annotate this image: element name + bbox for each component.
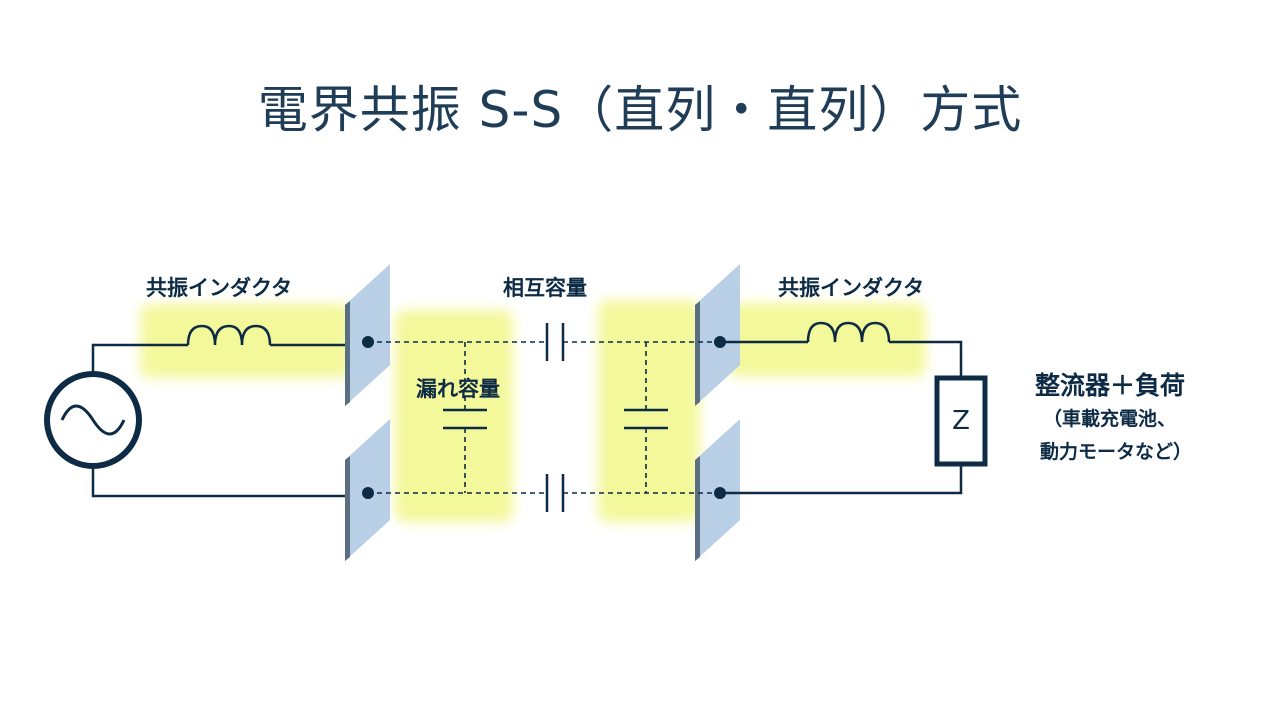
label-load-sub-line2: 動力モータなど） [1040, 441, 1193, 463]
right-wires [720, 340, 963, 495]
load-impedance-box [934, 375, 988, 467]
label-leakage-capacitance: 漏れ容量 [416, 377, 500, 401]
plate-right-top [695, 264, 740, 406]
highlight-inductor-left [140, 304, 352, 378]
label-load-sub-line1: （車載充電池、 [1043, 408, 1177, 430]
ac-source-icon [44, 371, 142, 469]
dashed-coupling-lines [368, 341, 720, 494]
inductor-right-icon [806, 321, 891, 343]
left-wires [91, 343, 347, 498]
mutual-capacitor-bottom-icon [545, 474, 565, 512]
leakage-capacitor-right-icon [624, 408, 668, 430]
label-load-title: 整流器＋負荷 [1035, 371, 1186, 400]
highlight-leakage-capacitance [395, 310, 513, 522]
plate-left-top [345, 264, 390, 406]
mutual-capacitor-top-icon [545, 323, 565, 361]
leakage-capacitor-left-icon [443, 408, 487, 430]
page-title: 電界共振 S-S（直列・直列）方式 [257, 81, 1023, 139]
highlight-inductor-right [728, 303, 926, 377]
inductor-left-icon [186, 324, 272, 346]
label-impedance: Z [952, 406, 970, 436]
label-inductor-left: 共振インダクタ [146, 276, 293, 300]
label-inductor-right: 共振インダクタ [778, 276, 925, 300]
label-mutual-capacitance: 相互容量 [503, 276, 587, 300]
